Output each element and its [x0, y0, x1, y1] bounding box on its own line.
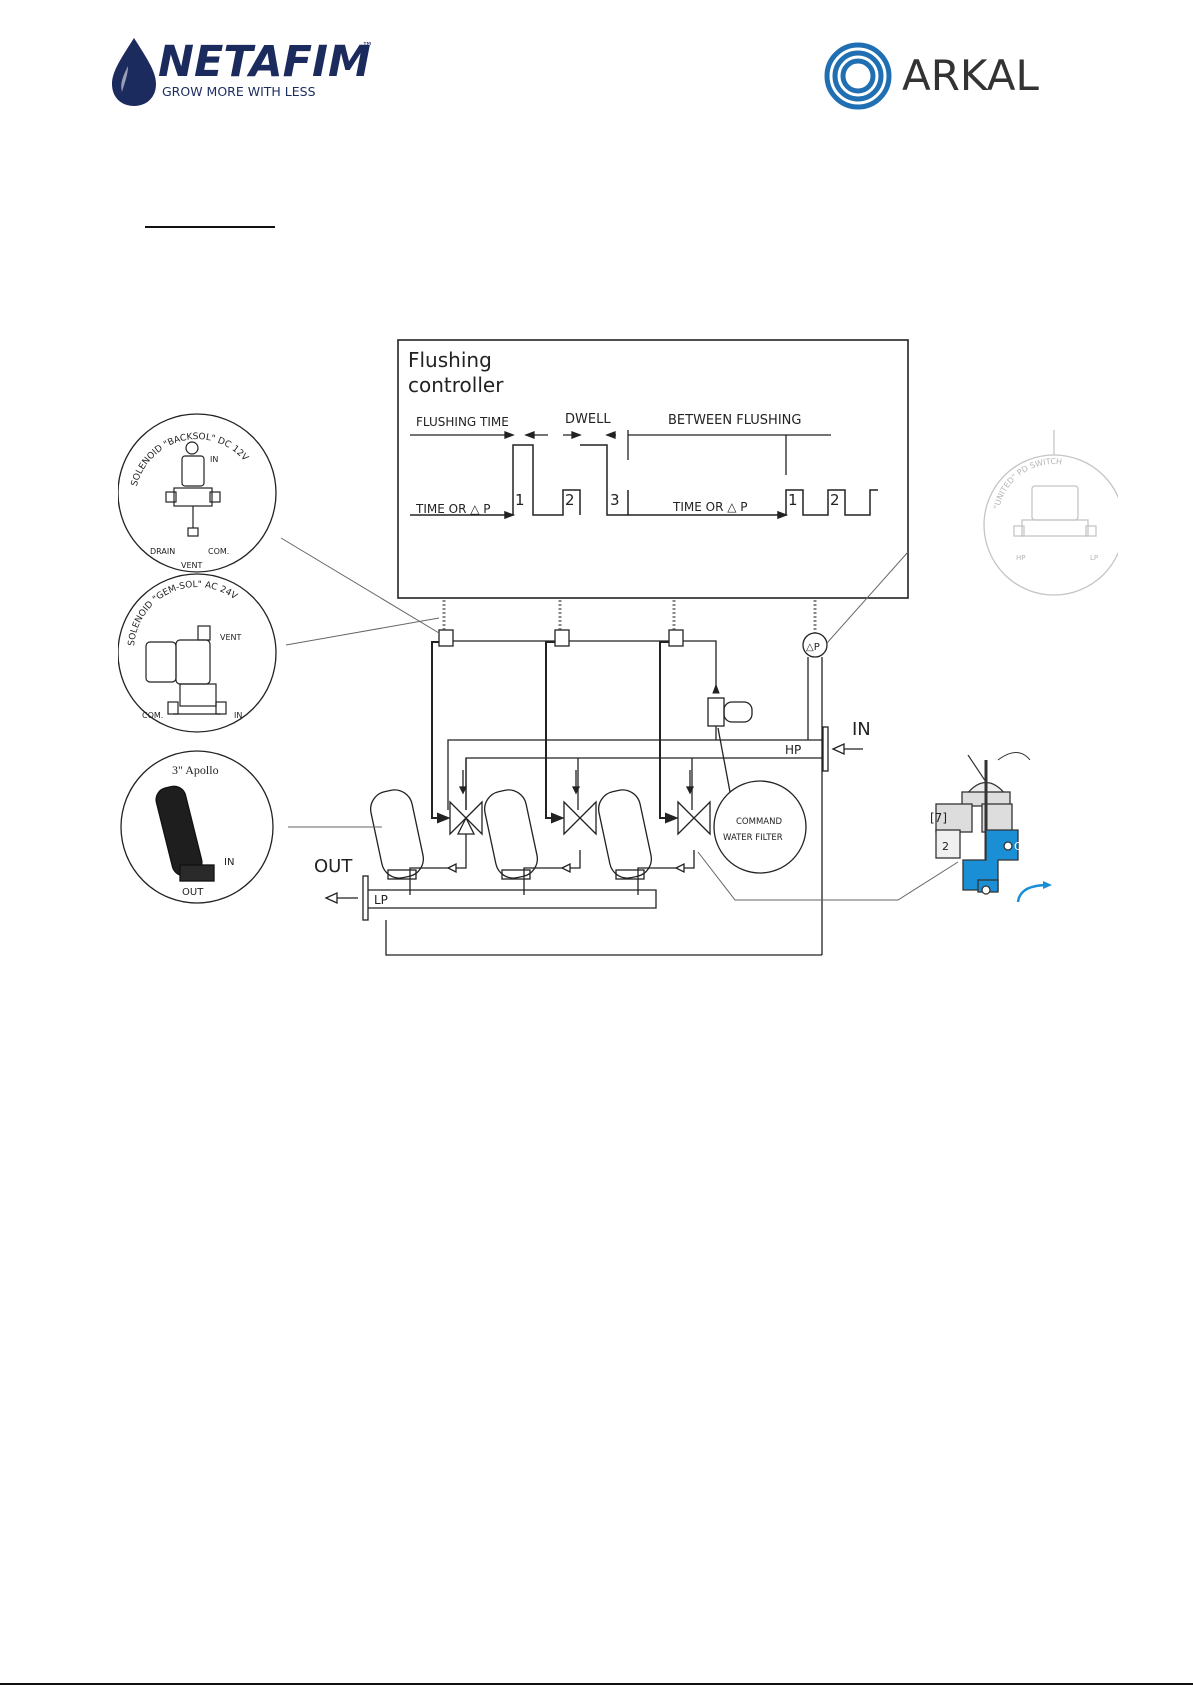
flushing-time-label: FLUSHING TIME: [416, 415, 509, 429]
solenoid-block-3: [669, 630, 683, 646]
netafim-tm: ™: [362, 40, 373, 53]
backsol-solenoid-callout: SOLENOID "BACKSOL" DC 12V IN DRAIN COM. …: [118, 414, 276, 572]
pd-hp-label: HP: [1016, 554, 1026, 562]
differential-pressure-gauge: △P: [803, 633, 827, 657]
backsol-caption: SOLENOID "BACKSOL" DC 12V: [130, 432, 250, 487]
netafim-logo: NETAFIM ™ GROW MORE WITH LESS: [112, 30, 392, 110]
hp-label: HP: [785, 743, 801, 757]
netafim-tagline: GROW MORE WITH LESS: [162, 84, 316, 99]
valve-port2-label: 2: [942, 840, 949, 853]
section-heading-underline: [145, 226, 275, 228]
apollo-title: 3" Apollo: [172, 763, 219, 777]
pulse-label-3: 3: [610, 491, 620, 509]
command-filter-line2: WATER FILTER: [723, 833, 783, 843]
pd-switch-caption: "UNITED" PD SWITCH: [992, 457, 1062, 510]
svg-text:SOLENOID "BACKSOL" DC 12V: SOLENOID "BACKSOL" DC 12V: [130, 432, 250, 487]
between-flushing-label: BETWEEN FLUSHING: [668, 413, 801, 428]
gemsol-solenoid-callout: SOLENOID "GEM-SOL" AC 24V VENT COM. IN: [118, 574, 276, 732]
filter-station-2: [481, 787, 596, 882]
svg-text:"UNITED" PD SWITCH: "UNITED" PD SWITCH: [992, 457, 1062, 510]
timing-span-arrows: [410, 430, 831, 475]
apollo-filter-icon: [154, 784, 214, 881]
controller-cables: [444, 600, 815, 633]
valve-ref-label: [7]: [930, 811, 947, 825]
pd-switch-icon: [1014, 486, 1096, 536]
gemsol-com-label: COM.: [142, 711, 163, 720]
lp-label: LP: [374, 893, 388, 907]
arkal-rings-icon: [827, 45, 889, 107]
gemsol-valve-icon: [146, 626, 226, 714]
apollo-out-label: OUT: [182, 887, 204, 898]
solenoid-block-1: [439, 630, 453, 646]
valve-cross-section-detail: [7] 2 C: [930, 753, 1052, 903]
pulse-label-4: 1: [788, 491, 798, 509]
gemsol-vent-label: VENT: [220, 633, 242, 642]
dp-symbol: △P: [806, 642, 820, 653]
command-tubing: [432, 641, 719, 822]
page-header: NETAFIM ™ GROW MORE WITH LESS ARKAL: [0, 0, 1193, 140]
netafim-brand: NETAFIM: [158, 37, 371, 87]
flushing-system-diagram: Flushing controller FLUSHING TIME DWELL …: [118, 330, 1118, 1005]
filter-station-1: [367, 787, 482, 882]
in-label: IN: [852, 719, 871, 740]
controller-title-line2: controller: [408, 373, 504, 397]
pulse-label-2: 2: [565, 491, 575, 509]
time-or-dp-label-1: TIME OR △ P: [415, 502, 491, 516]
flushing-controller-panel: Flushing controller FLUSHING TIME DWELL …: [398, 340, 908, 598]
dwell-label: DWELL: [565, 412, 611, 427]
command-filter-line1: COMMAND: [736, 817, 782, 827]
time-or-dp-label-2: TIME OR △ P: [672, 500, 748, 514]
solenoid-block-2: [555, 630, 569, 646]
water-drop-icon: [112, 38, 156, 106]
pd-lp-label: LP: [1090, 554, 1098, 562]
controller-title-line1: Flushing: [408, 348, 492, 372]
backsol-in-label: IN: [210, 455, 218, 464]
header-branches: [460, 758, 693, 810]
backsol-vent-label: VENT: [181, 561, 203, 570]
out-label: OUT: [314, 856, 353, 877]
command-filter-housing: [708, 698, 752, 740]
gemsol-in-label: IN: [234, 711, 242, 720]
pulse-label-5: 2: [830, 491, 840, 509]
pd-switch-callout: "UNITED" PD SWITCH HP LP: [984, 430, 1118, 595]
pulse-label-1: 1: [515, 491, 525, 509]
backsol-drain-label: DRAIN: [150, 547, 175, 556]
valve-portc-label: C: [1014, 840, 1022, 853]
apollo-filter-callout: 3" Apollo IN OUT: [121, 751, 273, 903]
backsol-com-label: COM.: [208, 547, 229, 556]
arkal-logo: ARKAL: [822, 40, 1072, 112]
arkal-brand: ARKAL: [902, 51, 1039, 100]
apollo-in-label: IN: [224, 857, 234, 868]
filter-station-3: [595, 787, 710, 882]
